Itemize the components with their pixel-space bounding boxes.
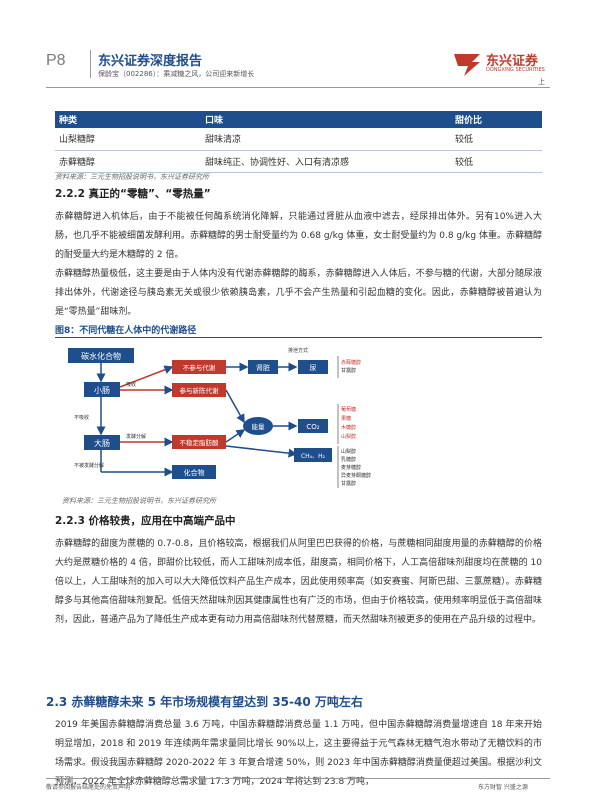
gas-box <box>294 448 332 462</box>
right-group-item: 麦芽糖醇 <box>341 464 361 471</box>
urine-box <box>298 360 328 374</box>
fermented-label: 发酵分解 <box>126 433 146 440</box>
logo-english: DONGXING SECURITIES <box>486 67 545 73</box>
table-row: 山梨糖醇 甜味清凉 较低 <box>55 128 542 151</box>
large-intestine-label: 大肠 <box>94 438 110 448</box>
table-cell: 甜味纯正、协调性好、入口有清凉感 <box>205 150 455 173</box>
energy-label: 能量 <box>252 422 266 431</box>
report-title: 东兴证券深度报告 <box>98 54 203 69</box>
right-group-item: 甘露醇 <box>341 480 356 487</box>
table-source: 资料来源：三元生物招股说明书，东兴证券研究所 <box>55 173 209 181</box>
flow-arrow <box>119 365 174 388</box>
right-group-item: 山梨醇 <box>341 448 356 455</box>
compound-box <box>172 465 216 479</box>
not-fermented-label: 不被发酵分解 <box>74 462 104 469</box>
table-header-ratio: 甜价比 <box>455 111 542 128</box>
paragraph: 赤藓糖醇进入机体后，由于不能被任何酶系统消化降解，只能通过肾脏从血液中滤去，经尿… <box>55 212 542 260</box>
absorb-label: 吸收 <box>126 381 136 388</box>
metabolism-label: 参与新陈代谢 <box>180 386 220 395</box>
metabolism-box <box>172 383 226 397</box>
unstable-fa-label: 不稳定脂肪酸 <box>180 438 220 447</box>
paragraph: 2019 年美国赤藓糖醇消费总量 3.6 万吨，中国赤藓糖醇消费总量 1.1 万… <box>55 720 542 787</box>
sweetener-table: 种类 口味 甜价比 山梨糖醇 甜味清凉 较低 赤藓糖醇 甜味纯正、协调性好、入口… <box>55 111 542 173</box>
table-header-kind: 种类 <box>55 111 205 128</box>
right-group-item: 葡萄糖 <box>341 406 356 413</box>
kidney-box <box>248 360 278 374</box>
table-cell: 较低 <box>455 128 542 151</box>
footer-disclaimer: 敬请参阅报告结尾处的免责声明 <box>46 784 131 791</box>
large-intestine-box <box>84 435 120 450</box>
urine-label: 尿 <box>310 364 317 372</box>
co2-box <box>298 419 328 433</box>
flow-arrow <box>225 445 298 458</box>
header-rule <box>46 87 550 88</box>
figure-source: 资料来源：三元生物招股说明书，东兴证券研究所 <box>62 497 216 505</box>
unstable-fa-box <box>172 435 226 449</box>
footer-rule <box>46 778 550 779</box>
energy-node <box>243 417 273 435</box>
section-heading-222: 2.2.2 真正的“零糖”、“零热量” <box>55 188 211 200</box>
right-group-item: 异麦芽酮糖醇 <box>341 472 371 479</box>
page-header: P8 东兴证券深度报告 保龄宝（002286）：乘减糖之风，公司迎来新增长 东兴… <box>0 0 596 88</box>
excretion-label: 排泄方式 <box>288 347 308 354</box>
paragraph: 赤藓糖醇热量极低，这主要是由于人体内没有代谢赤藓糖醇的酶系，赤藓糖醇进入人体后，… <box>55 269 542 317</box>
figure-rule <box>55 337 542 338</box>
gas-label: CH₄、H₂ <box>301 453 326 460</box>
figure-title: 图8：不同代糖在人体中的代谢路径 <box>55 326 197 336</box>
table-cell: 甜味清凉 <box>205 128 455 151</box>
small-intestine-label: 小肠 <box>94 386 110 395</box>
corner-mark: 上 <box>538 78 545 86</box>
section-heading-223: 2.2.3 价格较贵，应用在中高端产品中 <box>55 515 236 527</box>
co2-label: CO₂ <box>306 423 319 431</box>
small-intestine-box <box>84 382 120 397</box>
table-header-row: 种类 口味 甜价比 <box>55 111 542 128</box>
table-cell: 较低 <box>455 150 542 173</box>
right-group-item: 山梨醇 <box>341 433 356 440</box>
carb-box <box>68 348 134 363</box>
logo-name: 东兴证券 <box>486 54 539 69</box>
not-absorb-label: 不吸收 <box>74 414 89 421</box>
compound-label: 化合物 <box>184 468 205 477</box>
metabolism-diagram: 碳水化合物 小肠 不吸收 大肠 不被发酵分解 化合物 吸收 不参与代谢 参与新陈… <box>68 347 371 488</box>
right-group-item: 果糖 <box>341 415 351 422</box>
report-subtitle: 保龄宝（002286）：乘减糖之风，公司迎来新增长 <box>98 70 255 78</box>
carb-label: 碳水化合物 <box>81 351 121 361</box>
no-metabolism-label: 不参与代谢 <box>183 363 216 372</box>
section-heading-23: 2.3 赤藓糖醇未来 5 年市场规模有望达到 35-40 万吨左右 <box>46 695 363 709</box>
flow-arrow <box>225 429 246 443</box>
right-group-item: 木糖醇 <box>341 424 356 431</box>
no-metabolism-box <box>172 360 226 374</box>
table-cell: 赤藓糖醇 <box>55 150 205 173</box>
table-row: 赤藓糖醇 甜味纯正、协调性好、入口有清凉感 较低 <box>55 150 542 173</box>
company-logo <box>454 54 480 76</box>
footer-slogan: 东方财智 兴盛之源 <box>478 784 528 791</box>
kidney-label: 肾脏 <box>256 363 270 372</box>
page-number: P8 <box>46 52 66 69</box>
right-group-item: 乳糖醇 <box>341 456 356 463</box>
flow-arrow <box>225 389 245 424</box>
table-header-taste: 口味 <box>205 111 455 128</box>
right-group-item: 甘露醇 <box>341 367 356 374</box>
table-cell: 山梨糖醇 <box>55 128 205 151</box>
paragraph: 赤藓糖醇的甜度为蔗糖的 0.7-0.8，且价格较高，根据我们从阿里巴巴获得的价格… <box>55 539 542 625</box>
right-group-item: 赤藓糖醇 <box>341 359 361 366</box>
header-divider <box>90 50 91 78</box>
